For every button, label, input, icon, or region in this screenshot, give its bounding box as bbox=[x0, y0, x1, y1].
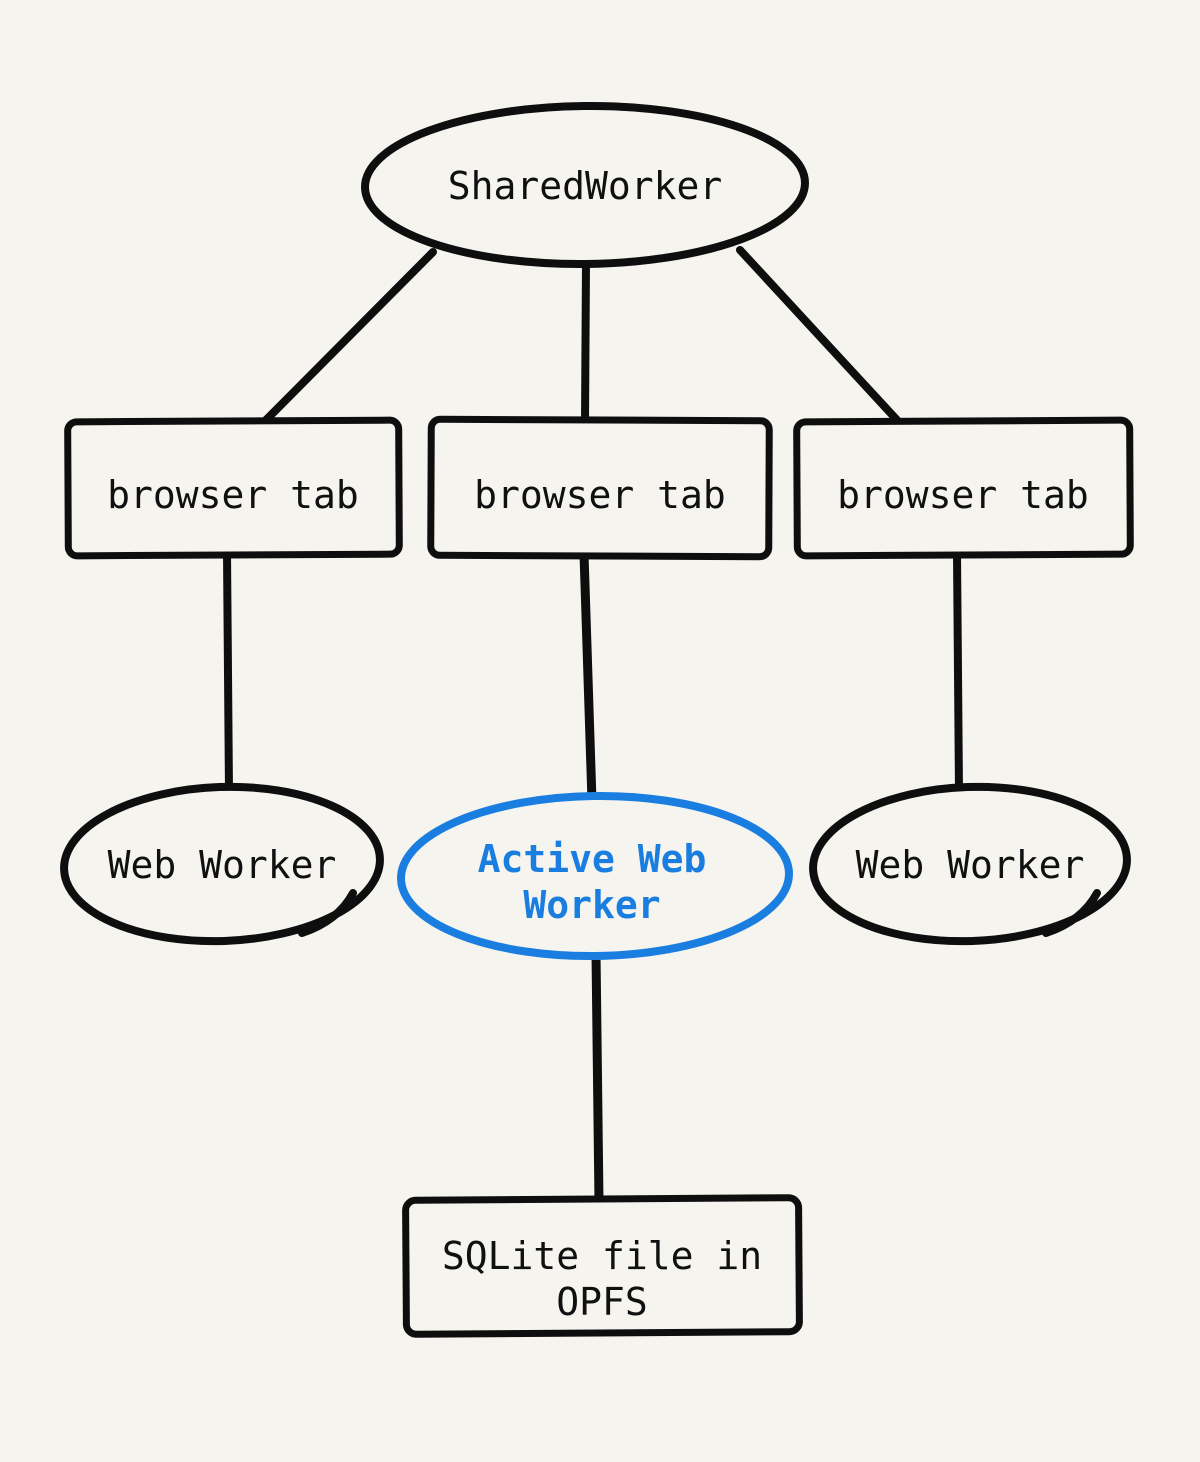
node-shared-worker: SharedWorker bbox=[361, 101, 809, 269]
browser-tab-left-box bbox=[64, 416, 403, 560]
web-worker-right-pen-overlap bbox=[1042, 889, 1101, 937]
web-worker-left-pen-overlap bbox=[298, 889, 357, 937]
node-active-web-worker: Active Web Worker bbox=[397, 791, 793, 961]
node-web-worker-right: Web Worker bbox=[809, 782, 1131, 946]
sqlite-file-label-line2: OPFS bbox=[556, 1280, 648, 1324]
edge-tab-left-worker-left bbox=[223, 549, 233, 797]
browser-tab-right-box bbox=[793, 416, 1134, 560]
active-web-worker-label-line2: Worker bbox=[523, 883, 660, 927]
edge-sharedworker-tab-left bbox=[262, 248, 437, 424]
edge-worker-active-sqlite bbox=[591, 948, 604, 1208]
edge-tab-right-worker-right bbox=[953, 549, 963, 797]
shared-worker-ellipse bbox=[361, 101, 809, 269]
browser-tab-left-label: browser tab bbox=[107, 473, 359, 517]
node-browser-tab-right: browser tab bbox=[793, 416, 1134, 560]
web-worker-left-label: Web Worker bbox=[108, 843, 337, 887]
edge-tab-middle-worker-active bbox=[579, 549, 597, 806]
web-worker-right-ellipse bbox=[809, 782, 1131, 946]
sqlite-file-box bbox=[402, 1194, 803, 1338]
active-web-worker-label-line1: Active Web bbox=[478, 837, 707, 881]
shared-worker-label: SharedWorker bbox=[448, 164, 723, 208]
node-browser-tab-middle: browser tab bbox=[427, 415, 773, 561]
browser-tab-middle-label: browser tab bbox=[474, 473, 726, 517]
web-worker-right-label: Web Worker bbox=[856, 843, 1085, 887]
web-worker-left-ellipse bbox=[60, 782, 384, 946]
browser-tab-middle-box bbox=[427, 415, 773, 561]
edge-sharedworker-tab-right bbox=[736, 246, 901, 424]
edge-sharedworker-tab-middle bbox=[581, 258, 590, 426]
active-web-worker-ellipse bbox=[397, 791, 793, 961]
node-browser-tab-left: browser tab bbox=[64, 416, 403, 560]
sqlite-file-label-line1: SQLite file in bbox=[442, 1234, 762, 1278]
node-sqlite-file: SQLite file in OPFS bbox=[402, 1194, 803, 1338]
node-web-worker-left: Web Worker bbox=[60, 782, 384, 946]
browser-tab-right-label: browser tab bbox=[837, 473, 1089, 517]
